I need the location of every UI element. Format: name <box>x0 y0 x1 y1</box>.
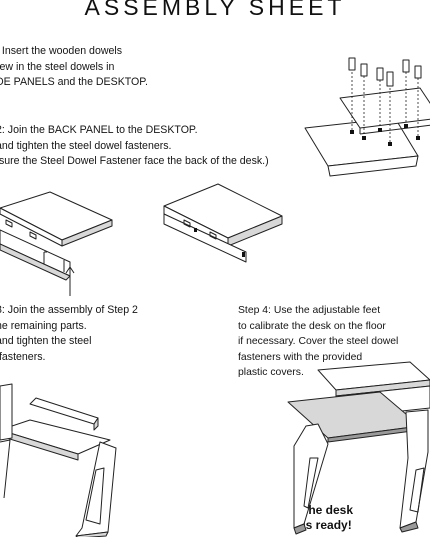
finished-desk-illustration <box>287 361 430 535</box>
side-assembly-illustration <box>0 383 117 537</box>
desk-ready-note: The desk is ready! <box>301 503 354 532</box>
back-panel-joined-illustration <box>163 183 283 263</box>
step-2-instructions: 2: Join the BACK PANEL to the DESKTOP. a… <box>0 124 269 168</box>
step-3-instructions: 3: Join the assembly of Step 2 he remain… <box>0 304 138 363</box>
step-1-instructions: : Insert the wooden dowels rew in the st… <box>0 45 148 89</box>
dowel-insertion-illustration <box>304 57 430 177</box>
sheet-title: ASSEMBLY SHEET <box>84 0 346 20</box>
step-4-instructions: Step 4: Use the adjustable feet to calib… <box>238 305 399 379</box>
back-panel-join-illustration <box>0 191 113 296</box>
